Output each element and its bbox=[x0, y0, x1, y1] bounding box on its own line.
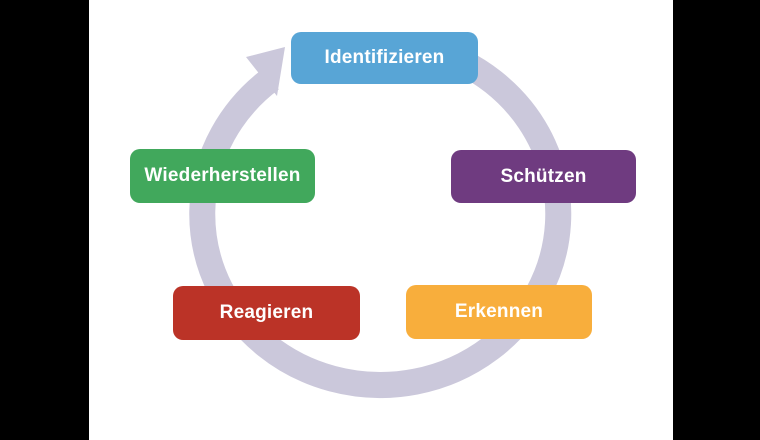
cycle-node-erkennen: Erkennen bbox=[406, 285, 592, 339]
cycle-node-label: Erkennen bbox=[454, 301, 544, 322]
cycle-node-reagieren: Reagieren bbox=[173, 286, 360, 340]
cycle-node-label: Identifizieren bbox=[324, 47, 445, 68]
cycle-node-label: Wiederherstellen bbox=[144, 165, 301, 186]
cycle-node-identifizieren: Identifizieren bbox=[291, 32, 478, 84]
cycle-node-label: Schützen bbox=[500, 165, 587, 187]
cycle-node-label: Reagieren bbox=[219, 302, 314, 323]
cycle-node-schuetzen: Schützen bbox=[451, 150, 636, 203]
arrowhead-icon bbox=[246, 47, 285, 96]
cycle-arc bbox=[189, 36, 572, 398]
cycle-node-wiederherstellen: Wiederherstellen bbox=[130, 149, 315, 203]
